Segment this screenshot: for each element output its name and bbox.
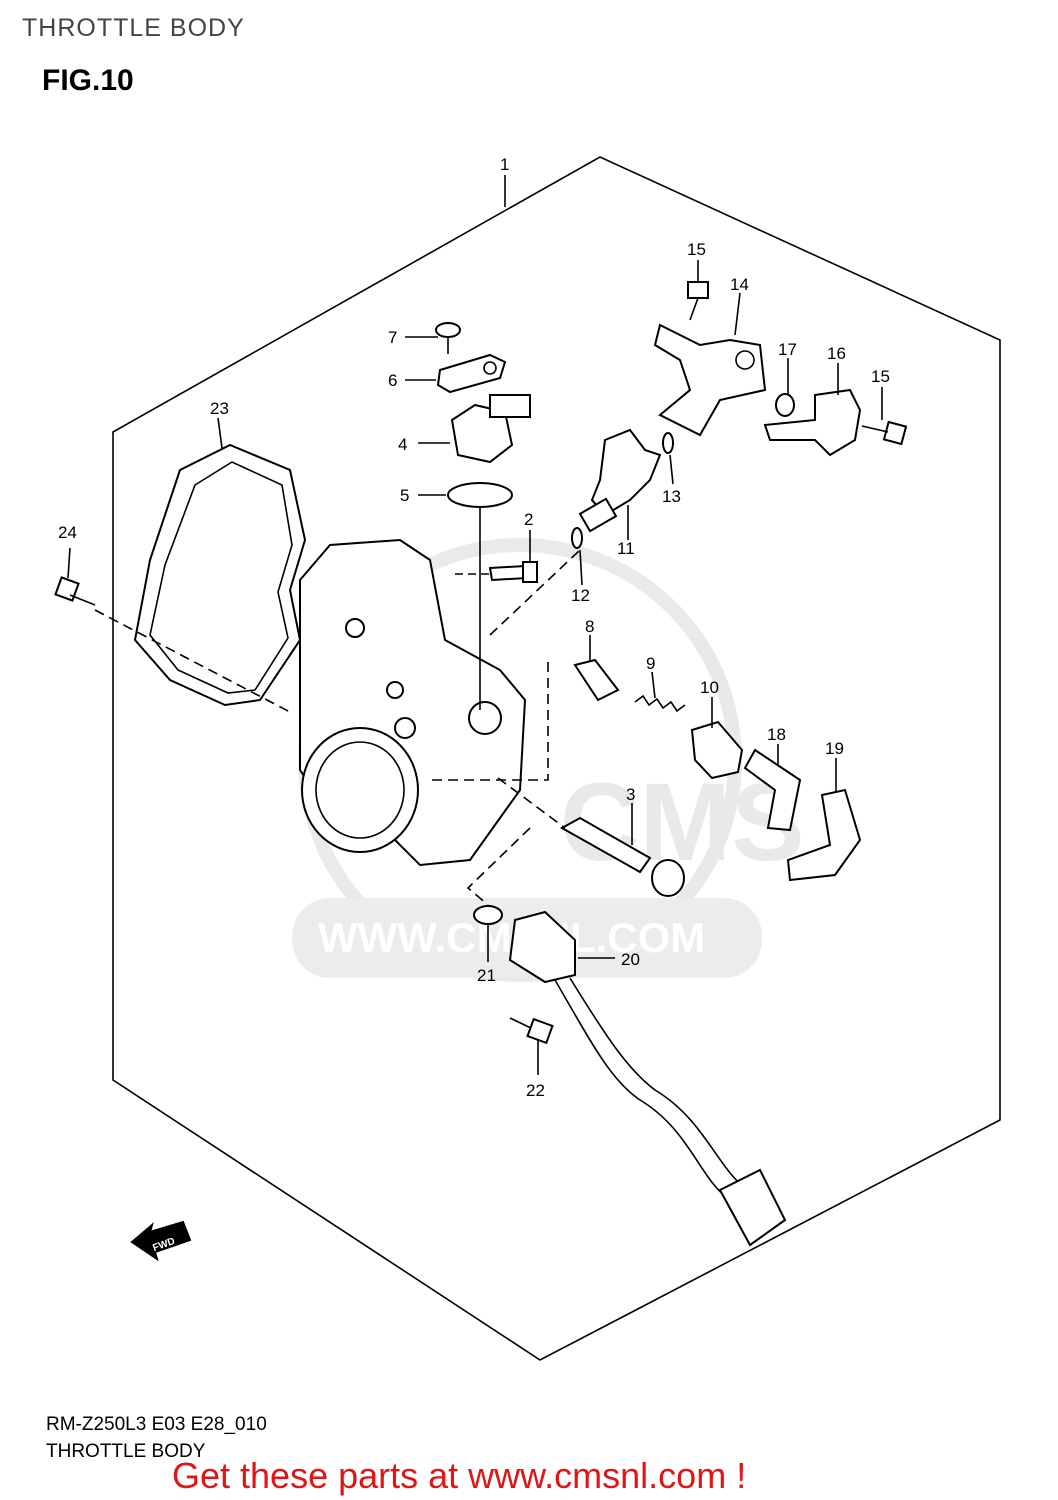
callout-22: 22 bbox=[526, 1081, 545, 1100]
callout-20: 20 bbox=[621, 950, 640, 969]
part-16-sensor bbox=[763, 363, 862, 457]
callout-16: 16 bbox=[827, 344, 846, 363]
callout-3: 3 bbox=[626, 785, 635, 804]
callout-23: 23 bbox=[210, 399, 229, 418]
figure-number: FIG.10 bbox=[42, 64, 134, 97]
diagram-code: RM-Z250L3 E03 E28_010 bbox=[46, 1414, 267, 1435]
fwd-arrow-icon: FWD bbox=[130, 1220, 192, 1262]
part-18-hose bbox=[743, 744, 802, 832]
callout-18: 18 bbox=[767, 725, 786, 744]
part-21-oring bbox=[473, 905, 503, 962]
part-15a-bolt bbox=[687, 260, 709, 321]
part-20-sensor bbox=[508, 910, 787, 1247]
header-title: THROTTLE BODY bbox=[22, 14, 245, 42]
callout-10: 10 bbox=[700, 678, 719, 697]
callout-24: 24 bbox=[58, 523, 77, 542]
part-8-plunger bbox=[573, 635, 620, 702]
callout-7: 7 bbox=[388, 328, 397, 347]
part-17-oring bbox=[775, 358, 795, 417]
part-6-plate bbox=[405, 353, 507, 394]
part-23-cover bbox=[133, 443, 307, 707]
part-2-screw bbox=[488, 530, 538, 583]
callout-6: 6 bbox=[388, 371, 397, 390]
part-22-bolt bbox=[509, 1017, 554, 1075]
part-5-oring bbox=[418, 482, 513, 508]
part-13-oring bbox=[662, 432, 674, 485]
callout-2: 2 bbox=[524, 510, 533, 529]
part-7-screw bbox=[405, 322, 461, 354]
callout-15b: 15 bbox=[871, 367, 890, 386]
callout-17: 17 bbox=[778, 340, 797, 359]
part-3-screw bbox=[559, 803, 685, 897]
part-11-injector bbox=[578, 428, 662, 540]
part-9-spring bbox=[634, 671, 686, 713]
callout-11: 11 bbox=[617, 539, 635, 558]
callout-8: 8 bbox=[585, 617, 594, 636]
callout-13: 13 bbox=[662, 487, 681, 506]
part-15b-bolt bbox=[861, 387, 908, 446]
part-12-oring bbox=[571, 527, 583, 586]
part-19-hose bbox=[786, 758, 862, 882]
callout-1: 1 bbox=[500, 155, 509, 174]
callout-5: 5 bbox=[400, 486, 409, 505]
part-4-sensor bbox=[418, 394, 531, 464]
footer-subtitle: THROTTLE BODY bbox=[46, 1441, 206, 1462]
callout-12: 12 bbox=[571, 586, 590, 605]
callout-14: 14 bbox=[730, 275, 749, 294]
promo-link[interactable]: Get these parts at www.cmsnl.com ! bbox=[172, 1455, 747, 1496]
callout-9: 9 bbox=[646, 654, 655, 673]
callout-15a: 15 bbox=[687, 240, 706, 259]
part-24-bolt bbox=[54, 547, 96, 606]
callout-21: 21 bbox=[477, 966, 496, 985]
callout-4: 4 bbox=[398, 435, 407, 454]
part-main-throttle-body bbox=[299, 538, 527, 867]
part-14-bracket bbox=[653, 292, 767, 437]
callout-19: 19 bbox=[825, 739, 844, 758]
part-10-cap bbox=[690, 697, 744, 780]
assembly-outline bbox=[112, 156, 1001, 1361]
